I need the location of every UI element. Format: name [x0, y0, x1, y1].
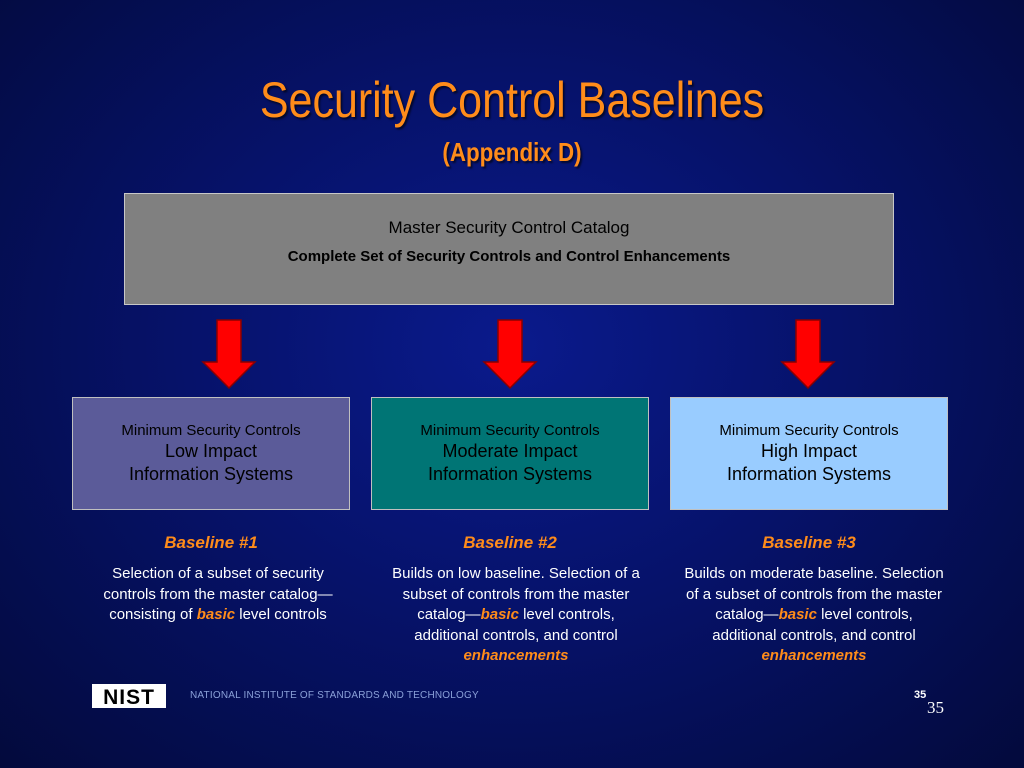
- desc-emphasis: basic: [778, 606, 817, 623]
- desc-emphasis: basic: [196, 606, 236, 623]
- box-line3: Information Systems: [726, 464, 892, 484]
- desc-text: level controls, additional controls, and…: [712, 606, 916, 644]
- box-line3: Information Systems: [128, 464, 294, 484]
- desc-text: level controls, additional controls, and…: [414, 606, 618, 644]
- baseline-2-heading: Baseline #2: [463, 533, 557, 552]
- box-line1: Minimum Security Controls: [121, 422, 301, 439]
- baseline-3-description: Builds on moderate baseline. Selection o…: [682, 564, 946, 667]
- page-number-small: 35: [914, 689, 927, 701]
- baseline-2-description: Builds on low baseline. Selection of a s…: [384, 564, 648, 667]
- desc-emphasis: enhancements: [761, 647, 867, 664]
- desc-text: level controls: [235, 606, 327, 623]
- slide-title: Security Control Baselines: [259, 72, 765, 128]
- box-line3: Information Systems: [427, 464, 593, 484]
- baseline-1-heading: Baseline #1: [164, 533, 258, 552]
- slide-subtitle: (Appendix D): [442, 137, 582, 167]
- desc-text: Builds on moderate baseline. Selection o…: [684, 565, 944, 623]
- baseline-1-description: Selection of a subset of security contro…: [86, 564, 350, 626]
- desc-emphasis: basic: [480, 606, 519, 623]
- box-line2: Low Impact: [164, 441, 258, 461]
- desc-emphasis: enhancements: [463, 647, 569, 664]
- high-impact-box: Minimum Security Controls High Impact In…: [670, 397, 948, 510]
- down-arrow-icon: [780, 319, 836, 390]
- box-line1: Minimum Security Controls: [420, 422, 600, 439]
- catalog-description: Complete Set of Security Controls and Co…: [287, 248, 731, 265]
- logo-text: NIST: [103, 686, 155, 708]
- nist-logo-icon: NIST: [92, 684, 166, 708]
- desc-text: Builds on low baseline. Selection of a s…: [392, 565, 640, 623]
- desc-text: Selection of a subset of security contro…: [103, 565, 333, 623]
- page-number: 35: [927, 698, 944, 717]
- baseline-3-heading: Baseline #3: [762, 533, 856, 552]
- institute-name: NATIONAL INSTITUTE OF STANDARDS AND TECH…: [190, 690, 479, 701]
- box-line2: Moderate Impact: [442, 441, 578, 461]
- catalog-heading: Master Security Control Catalog: [388, 218, 630, 237]
- low-impact-box: Minimum Security Controls Low Impact Inf…: [72, 397, 350, 510]
- down-arrow-icon: [201, 319, 257, 390]
- moderate-impact-box: Minimum Security Controls Moderate Impac…: [371, 397, 649, 510]
- down-arrow-icon: [482, 319, 538, 390]
- master-catalog-box: Master Security Control Catalog Complete…: [124, 193, 894, 305]
- box-line2: High Impact: [760, 441, 858, 461]
- box-line1: Minimum Security Controls: [719, 422, 899, 439]
